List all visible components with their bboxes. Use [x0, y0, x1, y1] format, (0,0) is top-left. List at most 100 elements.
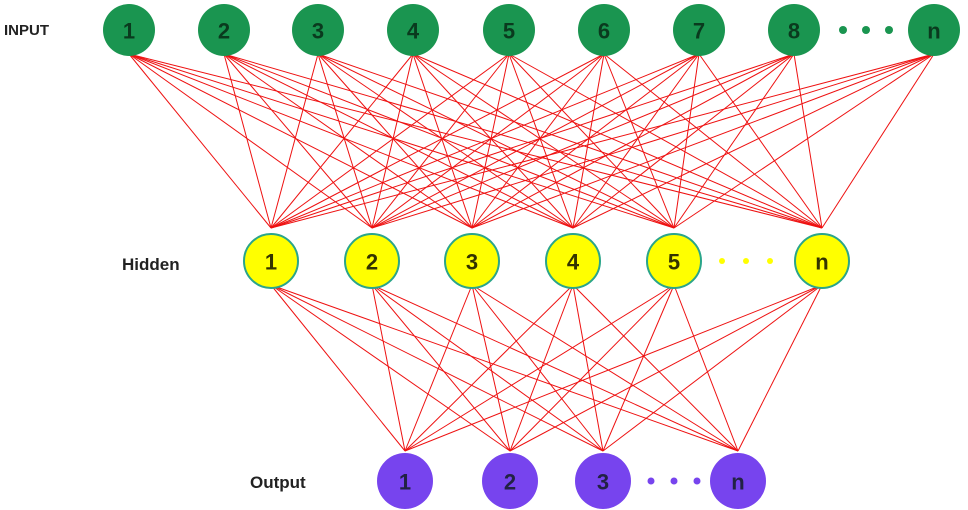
input-node-label: 4: [407, 19, 420, 44]
hidden-ellipsis-dot: [767, 258, 773, 264]
edge-hidden-n-output-n: [737, 284, 823, 452]
edge-input-6-hidden-2: [371, 53, 605, 229]
hidden-layer-label: Hidden: [122, 255, 180, 274]
input-node-circle: [908, 4, 960, 56]
edge-hidden-5-output-3: [602, 284, 675, 452]
input-ellipsis-dot: [885, 26, 893, 34]
edge-input-4-hidden-1: [270, 53, 414, 229]
edge-input-n-hidden-5: [673, 53, 935, 229]
input-node-label: 3: [312, 19, 324, 44]
edge-input-2-hidden-4: [223, 53, 574, 229]
output-node-label: n: [731, 470, 744, 495]
hidden-node: 3: [444, 233, 500, 289]
edge-input-1-hidden-1: [128, 53, 272, 229]
edge-hidden-1-output-1: [270, 284, 406, 452]
input-node-label: 5: [503, 19, 515, 44]
edge-input-5-hidden-1: [270, 53, 510, 229]
edge-input-n-hidden-3: [471, 53, 935, 229]
input-node: 6: [578, 4, 630, 56]
input-node-circle: [578, 4, 630, 56]
input-node: 5: [483, 4, 535, 56]
input-node-circle: [103, 4, 155, 56]
edge-input-3-hidden-5: [317, 53, 675, 229]
edge-input-7-hidden-3: [471, 53, 700, 229]
connections: [128, 53, 935, 452]
hidden-node: 5: [646, 233, 702, 289]
input-node-circle: [483, 4, 535, 56]
input-node-label: 6: [598, 19, 610, 44]
edge-input-8-hidden-4: [572, 53, 795, 229]
edge-hidden-3-output-n: [471, 284, 739, 452]
output-node-label: 1: [399, 470, 411, 495]
input-node-circle: [387, 4, 439, 56]
input-node-label: 7: [693, 19, 705, 44]
edge-input-3-hidden-3: [317, 53, 473, 229]
edge-input-7-hidden-n: [698, 53, 823, 229]
hidden-node-label: 1: [265, 250, 277, 275]
edge-hidden-3-output-2: [471, 284, 511, 452]
hidden-node-label: 2: [366, 250, 378, 275]
edge-input-4-hidden-5: [412, 53, 675, 229]
edge-hidden-1-output-n: [270, 284, 739, 452]
edge-input-4-hidden-3: [412, 53, 473, 229]
edge-hidden-4-output-n: [572, 284, 739, 452]
edge-input-2-hidden-5: [223, 53, 675, 229]
hidden-node-label: n: [815, 250, 828, 275]
output-ellipsis-dot: [647, 477, 655, 485]
edge-input-5-hidden-2: [371, 53, 510, 229]
edge-input-4-hidden-n: [412, 53, 823, 229]
edge-hidden-n-output-3: [602, 284, 823, 452]
edge-input-1-hidden-5: [128, 53, 675, 229]
edge-hidden-n-output-2: [509, 284, 823, 452]
edge-input-8-hidden-2: [371, 53, 795, 229]
input-node-circle: [198, 4, 250, 56]
output-node-label: 3: [597, 470, 609, 495]
hidden-node-label: 3: [466, 250, 478, 275]
edge-input-7-hidden-1: [270, 53, 700, 229]
input-node-label: 1: [123, 19, 135, 44]
edge-input-3-hidden-4: [317, 53, 574, 229]
output-layer-label: Output: [250, 473, 306, 492]
input-node: 8: [768, 4, 820, 56]
input-ellipsis-dot: [839, 26, 847, 34]
output-node: 3: [575, 453, 631, 509]
input-node-circle: [768, 4, 820, 56]
edge-input-3-hidden-2: [317, 53, 373, 229]
input-node-circle: [673, 4, 725, 56]
input-node: 3: [292, 4, 344, 56]
edge-hidden-5-output-n: [673, 284, 739, 452]
edge-input-1-hidden-4: [128, 53, 574, 229]
edge-input-4-hidden-2: [371, 53, 414, 229]
input-node: 2: [198, 4, 250, 56]
edge-hidden-4-output-1: [404, 284, 574, 452]
edge-input-5-hidden-5: [508, 53, 675, 229]
edge-input-2-hidden-n: [223, 53, 823, 229]
edge-input-1-hidden-2: [128, 53, 373, 229]
hidden-node-circle: [344, 233, 400, 289]
edge-input-6-hidden-4: [572, 53, 605, 229]
input-node-label: 2: [218, 19, 230, 44]
edge-hidden-2-output-3: [371, 284, 604, 452]
hidden-node: 2: [344, 233, 400, 289]
hidden-node-label: 5: [668, 250, 680, 275]
edge-hidden-5-output-2: [509, 284, 675, 452]
edge-hidden-4-output-3: [572, 284, 604, 452]
edge-hidden-3-output-1: [404, 284, 473, 452]
edge-input-6-hidden-5: [603, 53, 675, 229]
hidden-node-circle: [646, 233, 702, 289]
input-node: n: [908, 4, 960, 56]
edge-input-7-hidden-5: [673, 53, 700, 229]
edge-hidden-n-output-1: [404, 284, 823, 452]
input-node: 4: [387, 4, 439, 56]
hidden-node-circle: [794, 233, 850, 289]
output-node-circle: [377, 453, 433, 509]
input-node-label: 8: [788, 19, 800, 44]
input-layer-label: INPUT: [4, 22, 49, 39]
edge-input-6-hidden-3: [471, 53, 605, 229]
edge-input-6-hidden-n: [603, 53, 823, 229]
edge-input-n-hidden-2: [371, 53, 935, 229]
edge-input-2-hidden-1: [223, 53, 272, 229]
edge-input-3-hidden-n: [317, 53, 823, 229]
